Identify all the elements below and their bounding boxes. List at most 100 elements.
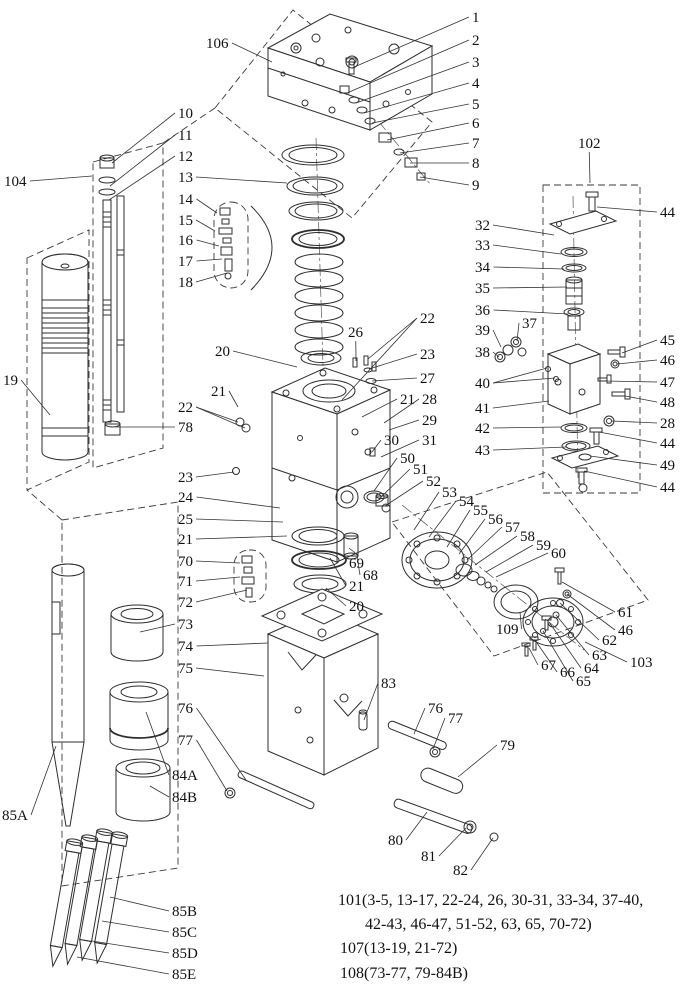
- part-label-50: 50: [400, 451, 415, 467]
- part-label-20: 20: [215, 344, 230, 360]
- chisel-85E: [45, 838, 83, 968]
- construction-planes: [27, 10, 648, 886]
- part-label-41: 41: [475, 401, 490, 417]
- part-label-60: 60: [551, 546, 566, 562]
- part-label-82: 82: [453, 863, 468, 879]
- part-label-2: 2: [472, 33, 480, 49]
- leader-line-23: [369, 354, 417, 369]
- leader-line-22: [368, 318, 417, 359]
- leader-line-61: [562, 582, 615, 612]
- leader-line-49: [590, 456, 657, 465]
- valve-spool-35: [566, 280, 582, 304]
- leader-line-104: [30, 176, 92, 181]
- pin-30: [370, 448, 375, 456]
- leader-line-16: [197, 240, 220, 246]
- leader-line-32: [493, 225, 554, 235]
- washer-12: [99, 189, 115, 195]
- leader-line-29: [389, 420, 419, 430]
- leader-line-35: [493, 287, 567, 288]
- leader-line-25: [196, 519, 283, 522]
- top-assembly-plane: [215, 10, 432, 218]
- head-valve-small-parts: [340, 58, 425, 180]
- part-label-28: 28: [660, 416, 675, 432]
- part-label-38: 38: [475, 345, 490, 361]
- valve-6: [379, 133, 391, 142]
- part-label-23: 23: [178, 470, 193, 486]
- washer-63: [553, 612, 559, 618]
- part-label-1: 1: [472, 10, 480, 26]
- rod-76-right: [387, 720, 447, 751]
- through-bolts: [99, 155, 124, 435]
- part-label-20: 20: [349, 599, 364, 615]
- leader-line-77: [197, 740, 228, 791]
- washer-11: [99, 177, 115, 183]
- part-label-73: 73: [178, 617, 193, 633]
- leader-line-3: [356, 62, 469, 103]
- leader-line-39: [493, 330, 501, 347]
- leader-line-84A: [146, 712, 169, 775]
- leader-line-44: [584, 471, 657, 487]
- leader-line-27: [372, 378, 417, 381]
- leader-line-15: [196, 220, 215, 231]
- accumulator-flange-53: [402, 532, 472, 588]
- leader-line-80: [406, 812, 427, 840]
- part-label-21: 21: [400, 392, 415, 408]
- leader-line-24: [197, 497, 281, 508]
- note-101-cont: 42-43, 46-47, 51-52, 63, 65, 70-72): [365, 916, 592, 933]
- leader-line-81: [439, 828, 466, 856]
- side-bolt-rod-2: [117, 196, 124, 412]
- leader-line-75: [196, 668, 264, 676]
- part-label-24: 24: [178, 490, 194, 506]
- leader-line-66: [537, 643, 557, 672]
- leader-line-14: [197, 199, 218, 213]
- part-label-69: 69: [349, 556, 364, 572]
- leader-line-12: [109, 156, 175, 200]
- leader-line-82: [471, 838, 493, 870]
- leader-line-31: [381, 440, 419, 457]
- leader-line-84B: [150, 786, 169, 797]
- leader-line-18: [196, 273, 227, 282]
- part-label-104: 104: [4, 174, 27, 190]
- leader-line-1: [352, 17, 469, 68]
- part-label-75: 75: [178, 661, 193, 677]
- leader-line-5: [372, 104, 469, 123]
- part-label-12: 12: [178, 149, 193, 165]
- leader-line-21: [362, 399, 397, 417]
- part-label-31: 31: [422, 433, 437, 449]
- leader-line-63: [556, 615, 589, 655]
- part-label-84A: 84A: [172, 768, 198, 784]
- part-label-16: 16: [178, 233, 194, 249]
- part-label-79: 79: [500, 738, 515, 754]
- part-label-83: 83: [381, 676, 396, 692]
- valve-assembly-plane: [543, 185, 640, 493]
- pins-and-rods: [225, 710, 498, 841]
- part-label-7: 7: [472, 136, 480, 152]
- leader-line-53: [414, 492, 439, 530]
- part-label-76: 76: [178, 701, 194, 717]
- part-label-26: 26: [348, 325, 364, 341]
- seal-kit-brace: [251, 206, 272, 290]
- small-seal-capsule: [234, 550, 266, 602]
- leader-line-36: [494, 310, 569, 314]
- part-label-51: 51: [413, 462, 428, 478]
- part-label-62: 62: [602, 633, 617, 649]
- nut-78: [105, 424, 120, 435]
- part-label-55: 55: [473, 503, 488, 519]
- part-label-21: 21: [178, 532, 193, 548]
- leader-line-6: [387, 123, 469, 140]
- part-label-66: 66: [560, 665, 576, 681]
- part-label-58: 58: [520, 529, 535, 545]
- leader-line-65: [543, 631, 573, 681]
- part-label-53: 53: [442, 485, 457, 501]
- part-label-65: 65: [576, 674, 591, 690]
- valve-top-plate-32: [550, 211, 616, 234]
- leader-line-28: [612, 421, 657, 423]
- part-label-49: 49: [660, 458, 675, 474]
- part-label-67: 67: [541, 658, 557, 674]
- leader-line-33: [493, 245, 561, 254]
- leader-line-85B: [110, 897, 169, 911]
- leader-line-85E: [77, 957, 169, 974]
- leader-line-77: [433, 718, 445, 749]
- part-label-52: 52: [426, 474, 441, 490]
